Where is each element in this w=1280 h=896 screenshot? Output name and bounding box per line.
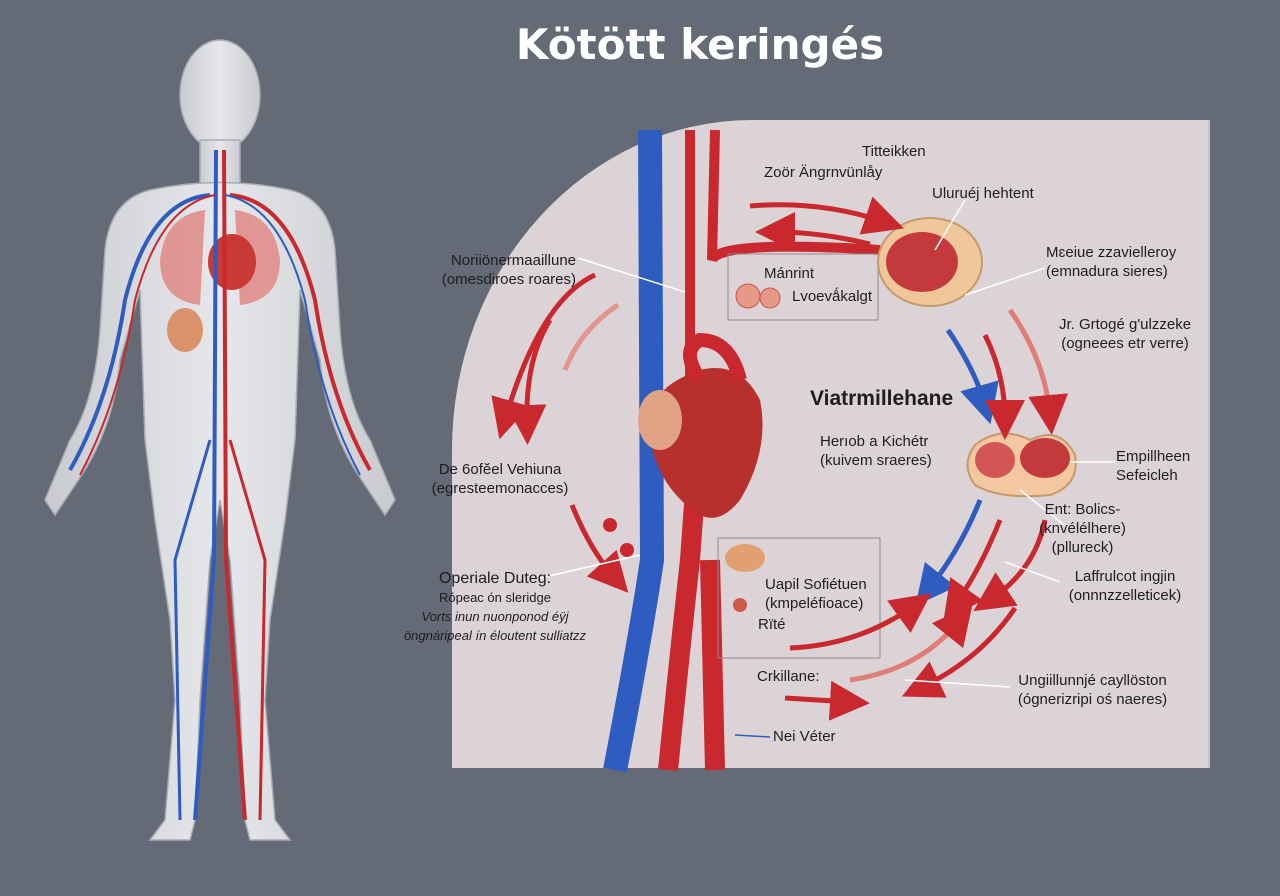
circulation-panel	[452, 120, 1210, 768]
label-right1: Mɛeiue zzavielleroy (emnadura sieres)	[1046, 243, 1176, 281]
label-mid1-sub: (kuivem sraeres)	[820, 452, 932, 469]
label-right3-b: Sefeicleh	[1116, 467, 1178, 484]
label-inset1-a: Mánrint	[764, 265, 815, 282]
label-right1-sub: (emnadura sieres)	[1046, 263, 1168, 280]
label-bottom2: Nei Véter	[773, 728, 836, 745]
label-top2: Zoör Ängrnvünlåy	[764, 164, 883, 181]
label-left2-sub: (egresteemonacces)	[431, 480, 569, 497]
label-right1-title: Mɛeiue zzavielleroy	[1046, 244, 1177, 261]
label-right5-title: Laffrulcot ingjin	[1074, 568, 1176, 585]
label-right5: Laffrulcot ingjin (onnnzzelleticek)	[1060, 567, 1190, 605]
label-left2-title: De 6ofĕel Vehiuna	[438, 461, 562, 478]
label-left3: Operiale Duteg: Rópeac ón sleridge Vorts…	[370, 569, 620, 645]
body-heart	[208, 234, 256, 290]
body-vessels	[68, 149, 372, 821]
label-mid1: Herıob a Kichétr (kuivem sraeres)	[820, 432, 932, 470]
label-mid1-title: Herıob a Kichétr	[820, 433, 929, 450]
label-bottom1: Crkillane:	[757, 668, 820, 685]
leader-lines	[539, 199, 1115, 688]
vena-cava	[603, 129, 665, 773]
label-inset2-extra: Rïté	[758, 616, 786, 633]
label-left1-title: Noriiönermaaillune	[450, 252, 576, 269]
label-right6-title: Ungiillunnjé cayllöston	[1018, 672, 1167, 689]
label-inset1-b: Lvoevǻkalgt	[792, 288, 873, 305]
label-left3-title: Operiale Duteg:	[438, 570, 552, 587]
organ-top-right	[877, 217, 983, 307]
organ-kidney	[966, 432, 1077, 498]
label-inset2-title: Uapil Sofiétuen	[765, 576, 867, 593]
diagram-title: Kötött keringés	[515, 20, 885, 69]
label-right4-b: (knvélélhere)	[1039, 520, 1126, 537]
label-left2: De 6ofĕel Vehiuna (egresteemonacces)	[420, 460, 580, 498]
label-right2-sub: (ogneees etr verre)	[1061, 335, 1189, 352]
label-left1: Noriiönermaaillune (omesdiroes roares)	[400, 251, 576, 289]
label-top3: Uluruéj hehtent	[932, 185, 1034, 202]
label-right4: Ent: Bolics- (knvélélhere) (pllureck)	[1020, 500, 1145, 557]
label-right6-sub: (ógnerizripi oś naeres)	[1017, 691, 1168, 708]
label-right2: Jr. Grtogé g'ulzzeke (ogneees etr verre)	[1055, 315, 1195, 353]
label-left3-line2: Vorts inun nuonponod éÿj	[421, 609, 569, 624]
inset-box-top	[727, 253, 879, 321]
label-right4-a: Ent: Bolics-	[1044, 501, 1121, 518]
label-inset2: Uapil Sofiétuen (kmpeléfioace)	[765, 575, 867, 613]
label-right3: Empillheen Sefeicleh	[1116, 447, 1190, 485]
label-right3-a: Empillheen	[1116, 448, 1191, 465]
heart-illustration	[638, 332, 763, 518]
label-left3-line3: öngnáripeal ín éloutent sulliatzz	[403, 628, 587, 643]
label-right5-sub: (onnnzzelleticek)	[1068, 587, 1182, 604]
label-center: Viatrmillehane	[810, 387, 954, 410]
label-left3-line1: Rópeac ón sleridge	[438, 590, 552, 605]
label-right6: Ungiillunnjé cayllöston (ógnerizripi oś …	[1005, 671, 1180, 709]
label-left1-sub: (omesdiroes roares)	[441, 271, 576, 288]
label-inset2-sub: (kmpeléfioace)	[765, 595, 864, 612]
label-right2-title: Jr. Grtogé g'ulzzeke	[1058, 316, 1192, 333]
inset-box-bottom	[717, 537, 881, 659]
label-top1: Titteikken	[862, 143, 926, 160]
label-right4-c: (pllureck)	[1051, 539, 1114, 556]
